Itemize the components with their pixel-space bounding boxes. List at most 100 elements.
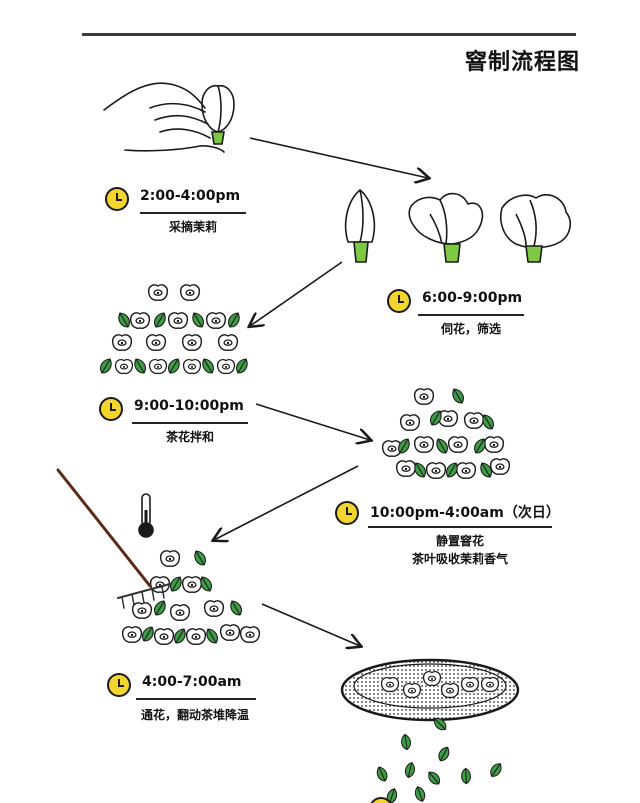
- jasmine-flower-icon: [217, 334, 239, 351]
- tea-leaf-icon: [142, 626, 154, 642]
- step-desc: 静置窨花: [435, 534, 484, 548]
- tea-leaf-icon: [118, 312, 130, 328]
- jasmine-flower-icon: [489, 458, 511, 475]
- tea-leaf-icon: [436, 438, 448, 454]
- tea-leaf-icon: [414, 786, 426, 802]
- tea-leaf-icon: [194, 550, 206, 566]
- jasmine-flower-icon: [413, 436, 435, 453]
- tea-leaf-icon: [192, 312, 204, 328]
- tea-leaf-icon: [398, 438, 410, 454]
- jasmine-flower-icon: [147, 284, 169, 301]
- step-underline: [132, 422, 248, 424]
- jasmine-flower-icon: [185, 628, 207, 645]
- jasmine-flower-icon: [480, 676, 500, 693]
- jasmine-flower-icon: [131, 602, 153, 619]
- rake-icon: [56, 468, 171, 609]
- top-rule: [82, 33, 576, 36]
- clock-icon: [99, 397, 123, 421]
- diagram-title: 窨制流程图: [464, 50, 580, 75]
- step-time: 2:00-4:00pm: [140, 188, 241, 204]
- jasmine-flower-icon: [169, 604, 191, 621]
- jasmine-flower-icon: [437, 410, 459, 427]
- jasmine-flower-icon: [179, 284, 201, 301]
- hand-picking-icon: [103, 82, 235, 153]
- jasmine-flower-icon: [425, 462, 447, 479]
- tea-leaf-icon: [404, 761, 415, 779]
- jasmine-flower-icon: [422, 670, 442, 687]
- tea-leaf-icon: [490, 763, 502, 777]
- jasmine-flower-icon: [205, 312, 227, 329]
- tea-leaf-icon: [461, 767, 471, 785]
- tea-leaf-icon: [438, 746, 450, 762]
- tea-leaf-icon: [433, 717, 447, 731]
- step-desc: 采摘茉莉: [168, 220, 217, 234]
- sieve-flowers: [380, 670, 500, 699]
- jasmine-flower-icon: [181, 576, 203, 593]
- step-underline: [140, 212, 246, 214]
- jasmine-flower-icon: [145, 334, 167, 351]
- tea-leaf-icon: [202, 358, 214, 374]
- jasmine-flower-icon: [380, 676, 400, 693]
- tea-leaf-icon: [200, 576, 212, 592]
- tea-leaf-icon: [168, 358, 180, 374]
- jasmine-flower-icon: [239, 626, 261, 643]
- jasmine-flower-icon: [463, 412, 485, 429]
- clock-icon: [370, 797, 392, 803]
- step-desc: 茶叶吸收茉莉香气: [411, 552, 508, 566]
- step-underline: [368, 526, 552, 528]
- jasmine-flower-icon: [129, 312, 151, 329]
- tea-leaf-icon: [452, 388, 464, 404]
- step-desc: 通花，翻动茶堆降温: [140, 708, 249, 722]
- jasmine-flower-icon: [440, 682, 460, 699]
- jasmine-flower-icon: [460, 676, 480, 693]
- tea-leaf-icon: [401, 733, 411, 751]
- step-underline: [136, 698, 256, 700]
- jasmine-flower-icon: [219, 624, 241, 641]
- step-time: 6:00-9:00pm: [422, 290, 523, 306]
- tea-leaf-icon: [206, 628, 218, 644]
- tea-leaf-icon: [154, 312, 166, 328]
- clock-icon: [335, 501, 359, 525]
- tea-leaf-icon: [154, 600, 166, 616]
- jasmine-flower-icon: [216, 358, 236, 375]
- jasmine-flower-icon: [399, 414, 421, 431]
- tea-flower-spread-icon: [121, 550, 261, 645]
- flow-arrows: [214, 137, 428, 646]
- step-desc: 茶花拌和: [165, 430, 214, 444]
- step-desc: 伺花，筛选: [440, 322, 501, 336]
- step-time: 9:00-10:00pm: [134, 398, 244, 414]
- sieve-icon: [340, 658, 520, 722]
- thermometer-icon: [138, 493, 154, 538]
- jasmine-flower-icon: [153, 628, 175, 645]
- jasmine-bud-icon: [344, 189, 572, 263]
- step-time: 10:00pm-4:00am（次日）: [370, 505, 560, 521]
- step-underline: [418, 314, 524, 316]
- tea-leaf-icon: [228, 312, 240, 328]
- jasmine-flower-icon: [413, 388, 435, 405]
- step-time: 4:00-7:00am: [142, 674, 242, 690]
- jasmine-flower-icon: [483, 436, 505, 453]
- tea-leaf-icon: [446, 462, 458, 478]
- tea-leaf-icon: [134, 358, 146, 374]
- tea-leaf-icon: [230, 600, 242, 616]
- falling-leaves: [376, 717, 502, 803]
- jasmine-flower-icon: [182, 358, 202, 375]
- tea-leaf-icon: [170, 576, 182, 592]
- tea-leaf-icon: [386, 788, 398, 803]
- jasmine-flower-icon: [159, 550, 181, 567]
- tea-leaf-icon: [480, 462, 492, 478]
- tea-leaf-icon: [376, 766, 388, 782]
- jasmine-flower-icon: [402, 682, 422, 699]
- clock-icon: [107, 673, 131, 697]
- jasmine-flower-icon: [111, 334, 133, 351]
- jasmine-flower-icon: [121, 626, 143, 643]
- jasmine-flower-icon: [167, 312, 189, 329]
- tea-leaf-icon: [482, 414, 494, 430]
- tea-leaf-icon: [236, 358, 248, 374]
- tea-leaf-icon: [428, 771, 440, 785]
- tea-leaf-icon: [430, 410, 442, 426]
- jasmine-flower-icon: [447, 436, 469, 453]
- clock-icon: [105, 187, 129, 211]
